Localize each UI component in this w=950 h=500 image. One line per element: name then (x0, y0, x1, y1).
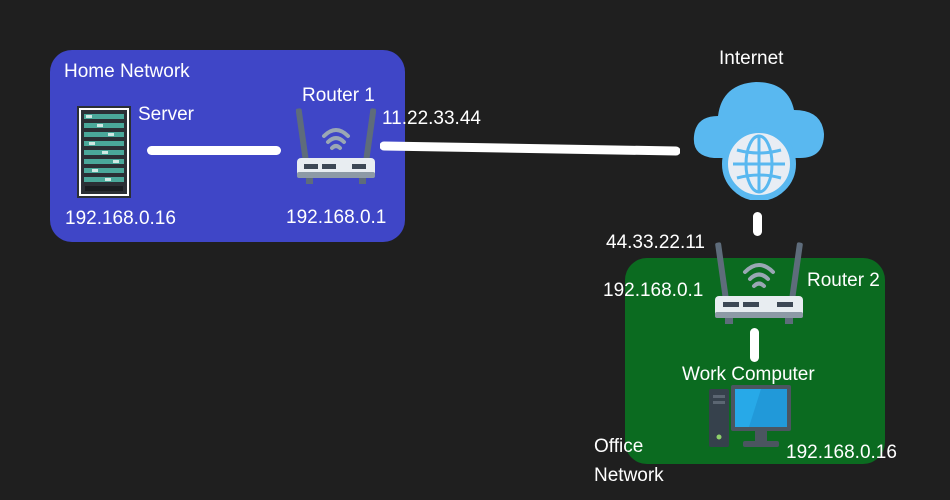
router1-icon (296, 108, 376, 184)
server-rack-icon (77, 106, 131, 198)
link-router1-internet (380, 141, 680, 156)
router2-wan-ip: 44.33.22.11 (606, 232, 705, 253)
server-ip: 192.168.0.16 (65, 208, 176, 229)
router1-lan-ip: 192.168.0.1 (286, 207, 387, 228)
desktop-computer-icon (709, 385, 791, 447)
server-label: Server (138, 104, 194, 125)
home-network-title: Home Network (64, 61, 190, 82)
work-computer-ip: 192.168.0.16 (786, 442, 897, 463)
link-router2-computer (750, 328, 759, 362)
work-computer-label: Work Computer (682, 364, 815, 385)
cloud-globe-icon (693, 82, 824, 200)
router2-icon (715, 242, 803, 324)
link-internet-router2 (753, 212, 762, 236)
link-server-router1 (147, 146, 281, 155)
router2-lan-ip: 192.168.0.1 (603, 280, 704, 301)
router2-label: Router 2 (807, 270, 880, 291)
router1-wan-ip: 11.22.33.44 (382, 108, 481, 129)
router1-label: Router 1 (302, 85, 375, 106)
internet-label: Internet (719, 48, 784, 69)
office-network-title: Office Network (594, 436, 664, 486)
